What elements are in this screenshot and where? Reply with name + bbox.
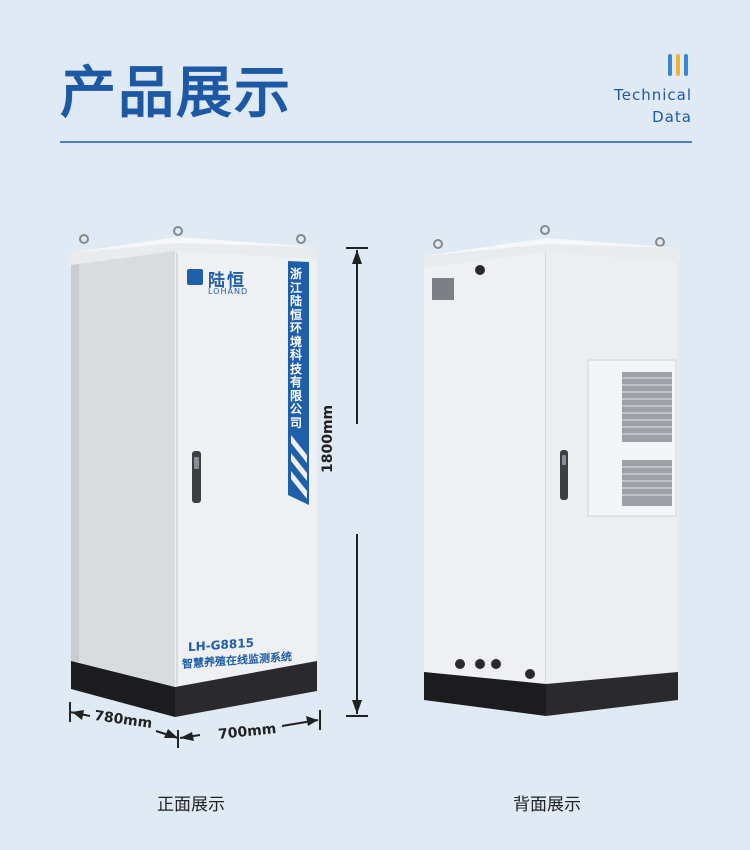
height-dimension-line [346,247,368,717]
page-title: 产品展示 [60,61,292,126]
technical-data-tag: Technical Data [614,84,692,128]
tag-line-2: Data [652,108,692,126]
header-divider [60,141,692,143]
back-cabinet-image [424,225,680,716]
logo-bars-icon [668,54,692,76]
height-label: 1800mm [320,404,336,473]
tag-line-1: Technical [614,86,692,104]
front-caption: 正面展示 [157,795,225,815]
front-cabinet-image [69,226,317,717]
brand-english: LOHAND [208,287,249,296]
company-name-vertical: 浙江陆恒环境科技有限公司 [290,267,303,430]
back-caption: 背面展示 [513,795,581,815]
brand-logo-text: 陆恒 [208,271,246,291]
base-dimension-lines [69,702,321,748]
